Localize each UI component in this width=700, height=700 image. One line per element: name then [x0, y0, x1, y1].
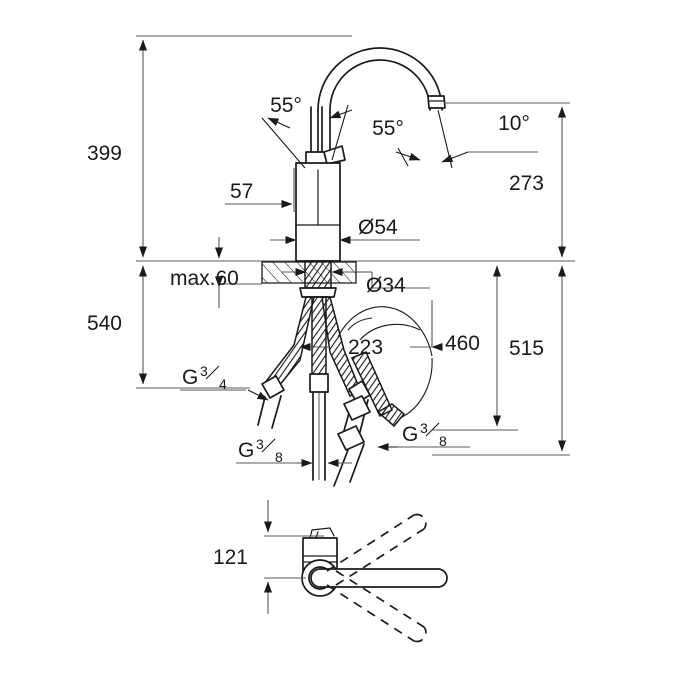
dimension-57-label: 57 [230, 180, 253, 203]
thread-g34-letter: G [182, 366, 198, 389]
angle-55-right-label: 55° [372, 117, 404, 140]
mixer-body [295, 162, 341, 262]
dimension-515: 515 [432, 265, 570, 456]
angle-55-right: 55° [329, 104, 421, 167]
handle-arm [310, 568, 448, 588]
angle-10-label: 10° [498, 112, 530, 135]
thread-label-g34: G 3 4 [180, 363, 269, 401]
secondary-hose-assembly [333, 351, 406, 487]
lever-handle-stem [305, 106, 328, 165]
dimension-540: 540 [87, 265, 250, 389]
dimension-223-label: 223 [348, 336, 383, 359]
dimension-dia54-label: Ø54 [358, 216, 398, 239]
thread-g34-denominator: 4 [219, 376, 227, 392]
thread-label-g38-right: G 3 8 [377, 420, 470, 451]
hose-fitting-center [309, 373, 329, 393]
thread-g38-left-letter: G [238, 439, 254, 462]
dimension-399-label: 399 [87, 142, 122, 165]
thread-g38-left-numerator: 3 [256, 436, 264, 452]
dimension-max60: max.60 [170, 237, 262, 308]
dimension-121: 121 [213, 500, 324, 614]
dimension-515-label: 515 [509, 337, 544, 360]
angle-55-left-label: 55° [270, 94, 302, 117]
angle-55-left: 55° [261, 94, 306, 169]
dimension-460: 460 [432, 265, 518, 431]
dimension-max60-label: max.60 [170, 267, 239, 290]
dimension-540-label: 540 [87, 312, 122, 335]
dimension-57: 57 [225, 168, 295, 212]
handle-arm-position-lower [326, 570, 427, 643]
front-elevation-view [136, 47, 575, 487]
hose-fitting-left [257, 375, 285, 429]
dimension-399: 399 [87, 35, 352, 258]
aerator [427, 95, 446, 109]
dimension-dia54: Ø54 [270, 216, 420, 244]
lever-pivot-cap [323, 145, 346, 165]
threaded-shank [299, 260, 337, 298]
thread-g38-left-denominator: 8 [275, 449, 283, 465]
handle-arm-position-upper [326, 513, 427, 586]
dimension-dia34: Ø34 [282, 268, 430, 297]
swivel-radius-arc [337, 306, 433, 419]
dimension-460-label: 460 [445, 332, 480, 355]
thread-g38-right-denominator: 8 [439, 433, 447, 449]
flexible-hoses [262, 296, 361, 481]
dimension-dia34-label: Ø34 [366, 274, 406, 297]
top-plan-handle-view [301, 513, 448, 643]
spout-arc [317, 47, 443, 154]
dimension-273: 273 [444, 102, 570, 258]
thread-g34-numerator: 3 [200, 363, 208, 379]
thread-g38-right-letter: G [402, 423, 418, 446]
dimension-121-label: 121 [213, 546, 248, 569]
thread-label-g38-left: G 3 8 [236, 436, 352, 467]
thread-g38-right-numerator: 3 [420, 420, 428, 436]
angle-10: 10° [437, 109, 538, 169]
dimension-223: 223 [299, 300, 443, 359]
dimension-273-label: 273 [509, 172, 544, 195]
